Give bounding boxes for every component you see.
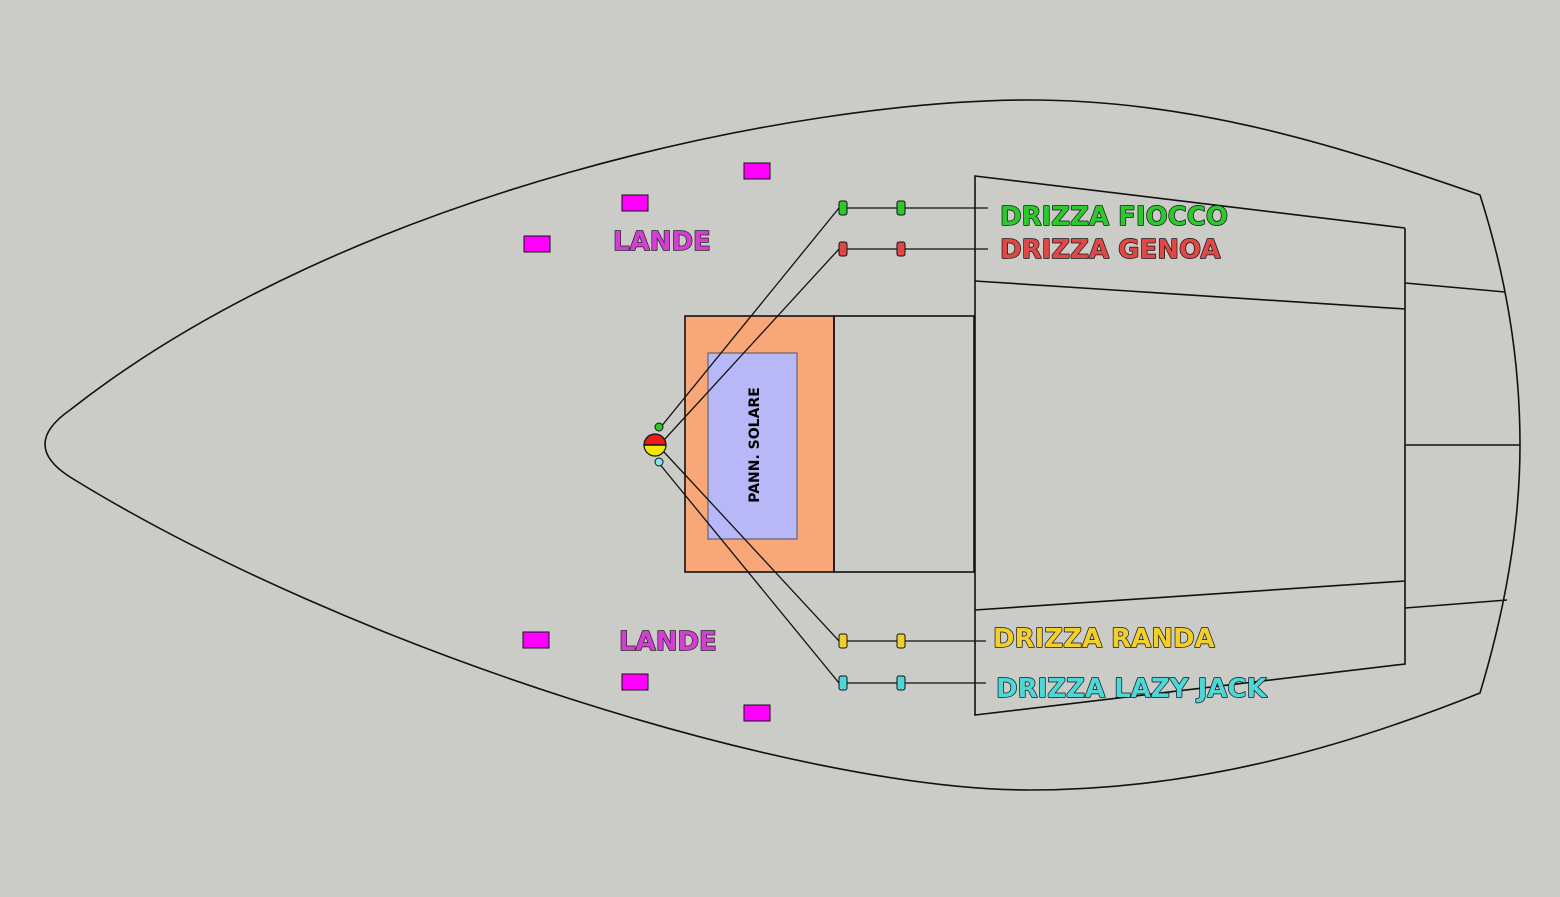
block-fiocco-1 — [838, 200, 848, 216]
block-lazyjack-2 — [896, 675, 906, 691]
chainplates — [522, 162, 771, 722]
block-lazyjack-1 — [838, 675, 848, 691]
halyard-label-randa: DRIZZA RANDA — [993, 624, 1215, 654]
chainplate-bottom-3 — [743, 704, 771, 722]
halyard-label-lazyjack: DRIZZA LAZY JACK — [996, 674, 1267, 704]
hatch-extension — [833, 315, 975, 573]
mast — [643, 422, 667, 467]
block-fiocco-2 — [896, 200, 906, 216]
mast-top-half — [643, 433, 667, 446]
block-genoa-1 — [838, 241, 848, 257]
mast-sheave-bottom — [654, 457, 664, 467]
hull-outline — [44, 99, 1521, 791]
cabin-lower-divider — [974, 580, 1406, 611]
lande-label-top: LANDE — [613, 227, 711, 257]
mast-sheave-top — [654, 422, 664, 432]
block-randa-2 — [896, 633, 906, 649]
solar-panel-label: PANN. SOLARE — [747, 387, 763, 503]
cabin-structure — [974, 175, 1520, 716]
lande-label-bottom: LANDE — [619, 627, 717, 657]
halyard-label-fiocco: DRIZZA FIOCCO — [1000, 202, 1228, 232]
mast-bottom-half — [643, 444, 667, 457]
chainplate-bottom-1 — [522, 631, 550, 649]
block-genoa-2 — [896, 241, 906, 257]
chainplate-top-1 — [743, 162, 771, 180]
cabin-outline — [974, 175, 1406, 716]
halyard-label-genoa: DRIZZA GENOA — [1000, 235, 1221, 265]
cockpit-line-top — [1404, 282, 1506, 293]
cabin-upper-divider — [974, 280, 1406, 310]
chainplate-top-3 — [523, 235, 551, 253]
chainplate-bottom-2 — [621, 673, 649, 691]
block-randa-1 — [838, 633, 848, 649]
solar-panel — [707, 352, 798, 540]
cockpit-line-bottom — [1404, 599, 1508, 609]
halyard-blocks — [838, 200, 906, 691]
chainplate-top-2 — [621, 194, 649, 212]
